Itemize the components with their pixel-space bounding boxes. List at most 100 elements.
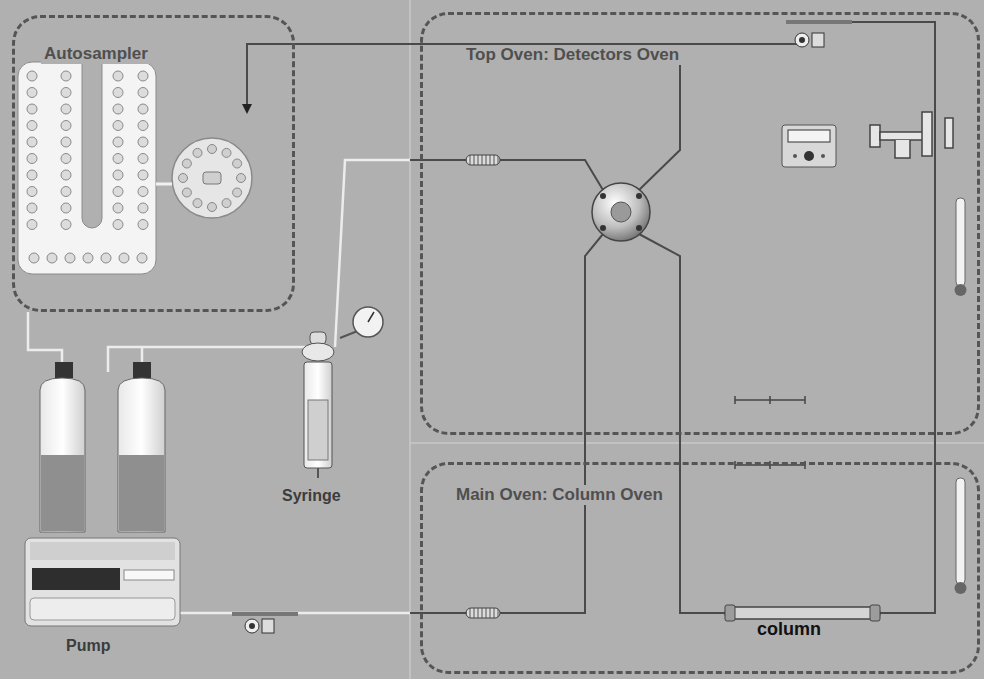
pump-tubing bbox=[28, 160, 410, 613]
sample-vial-holes-part bbox=[138, 220, 148, 230]
outlet-tap-part bbox=[922, 112, 932, 156]
region-title: Top Oven: Detectors Oven bbox=[463, 45, 682, 65]
carousel-holes-part bbox=[222, 148, 231, 157]
oven-region: Top Oven: Detectors Oven bbox=[420, 12, 980, 435]
flow-valve-icons-part bbox=[799, 37, 805, 43]
sample-vial-holes-part bbox=[138, 71, 148, 81]
flow-valve-icons-part bbox=[249, 623, 255, 629]
injection-valve-part bbox=[636, 225, 642, 231]
sample-vial-holes-part bbox=[138, 170, 148, 180]
sample-vial-holes-part bbox=[27, 220, 37, 230]
sample-vial-holes-part bbox=[113, 88, 123, 98]
tubing-coils-part bbox=[466, 155, 500, 165]
injector-carousel-part bbox=[203, 172, 221, 184]
sample-vial-holes-part bbox=[138, 154, 148, 164]
solvent-bottles bbox=[40, 362, 165, 532]
sample-vial-holes-part bbox=[113, 121, 123, 131]
carousel-holes-part bbox=[182, 188, 191, 197]
solvent-bottles-part bbox=[55, 362, 73, 378]
sample-vial-holes-part bbox=[113, 71, 123, 81]
flow-valve-icons-part bbox=[812, 33, 824, 47]
outlet-tap-part bbox=[945, 118, 953, 148]
sample-vial-holes-part bbox=[27, 121, 37, 131]
sample-vial-holes-part bbox=[138, 121, 148, 131]
region-title: Autosampler bbox=[41, 44, 151, 64]
carousel-holes-part bbox=[179, 174, 188, 183]
sample-vial-holes-part bbox=[101, 253, 111, 263]
sample-vial-holes-part bbox=[138, 104, 148, 114]
solvent-bottles-part bbox=[119, 455, 164, 531]
syringe-pump-part bbox=[310, 332, 326, 344]
detector-display-part bbox=[804, 151, 814, 161]
part-label: Pump bbox=[66, 636, 110, 656]
pressure-gauge-part bbox=[353, 307, 383, 337]
sample-vial-holes-part bbox=[61, 137, 71, 147]
carousel-holes-part bbox=[193, 148, 202, 157]
syringe-pump bbox=[302, 332, 334, 478]
detector-display-part bbox=[793, 154, 797, 158]
sample-vial-holes-part bbox=[27, 137, 37, 147]
sample-vial-holes-part bbox=[61, 187, 71, 197]
sample-vial-holes-part bbox=[113, 203, 123, 213]
panel-dividers bbox=[410, 0, 984, 679]
oven-region: Main Oven: Column Oven bbox=[420, 462, 980, 674]
sample-vial-holes bbox=[27, 71, 148, 263]
sample-vial-holes-part bbox=[27, 88, 37, 98]
solvent-bottles-part bbox=[118, 378, 165, 532]
sample-vial-holes-part bbox=[113, 137, 123, 147]
detector-display-part bbox=[821, 154, 825, 158]
sample-vial-holes-part bbox=[65, 253, 75, 263]
tubing-part bbox=[830, 22, 935, 613]
sample-vial-holes-part bbox=[113, 187, 123, 197]
carousel-holes-part bbox=[237, 174, 246, 183]
tubing-part bbox=[410, 160, 603, 190]
sample-vial-holes-part bbox=[27, 203, 37, 213]
outlet-tap bbox=[870, 112, 953, 158]
sample-vial-holes-part bbox=[61, 220, 71, 230]
sample-tray-part bbox=[82, 52, 102, 228]
thermometers-part bbox=[955, 582, 967, 594]
pump-unit bbox=[25, 538, 180, 626]
sample-vial-holes-part bbox=[138, 137, 148, 147]
solvent-bottles-part bbox=[41, 455, 84, 531]
pump-unit-part bbox=[30, 598, 175, 620]
sample-vial-holes-part bbox=[47, 253, 57, 263]
injector-carousel-part bbox=[172, 138, 252, 218]
needle-part bbox=[242, 104, 252, 114]
flow-valve-icons-part bbox=[245, 619, 259, 633]
detector-display-part bbox=[788, 130, 830, 142]
injection-valve bbox=[592, 183, 650, 241]
carousel-holes-part bbox=[233, 188, 242, 197]
injection-valve-part bbox=[600, 225, 606, 231]
tubing-coils bbox=[466, 155, 500, 618]
tubing-coils-part bbox=[466, 608, 500, 618]
sample-vial-holes-part bbox=[61, 170, 71, 180]
sample-vial-holes-part bbox=[27, 104, 37, 114]
column-tube bbox=[725, 605, 880, 621]
column-tube-part bbox=[725, 607, 880, 619]
flow-valve-icons-part bbox=[262, 619, 274, 633]
solvent-bottles-part bbox=[133, 362, 151, 378]
sample-vial-holes-part bbox=[61, 121, 71, 131]
outlet-tap-part bbox=[895, 140, 910, 158]
tubing bbox=[247, 22, 935, 613]
injector-carousel bbox=[156, 138, 252, 218]
region-title: Main Oven: Column Oven bbox=[453, 485, 666, 505]
sample-vial-holes-part bbox=[61, 154, 71, 164]
sample-vial-holes-part bbox=[113, 154, 123, 164]
column-tube-part bbox=[870, 605, 880, 621]
carousel-holes-part bbox=[208, 145, 217, 154]
carousel-holes-part bbox=[193, 199, 202, 208]
scale-bars-part bbox=[734, 396, 736, 404]
part-label: Syringe bbox=[282, 486, 341, 506]
pressure-gauge-part bbox=[368, 312, 374, 322]
pump-unit-part bbox=[32, 568, 120, 590]
pump-unit-part bbox=[25, 538, 180, 626]
syringe-pump-part bbox=[304, 362, 332, 468]
outlet-tap-part bbox=[870, 125, 880, 147]
sample-vial-holes-part bbox=[61, 104, 71, 114]
tubing-part bbox=[639, 44, 680, 190]
needle bbox=[242, 104, 252, 114]
oven-region: Autosampler bbox=[12, 15, 295, 312]
